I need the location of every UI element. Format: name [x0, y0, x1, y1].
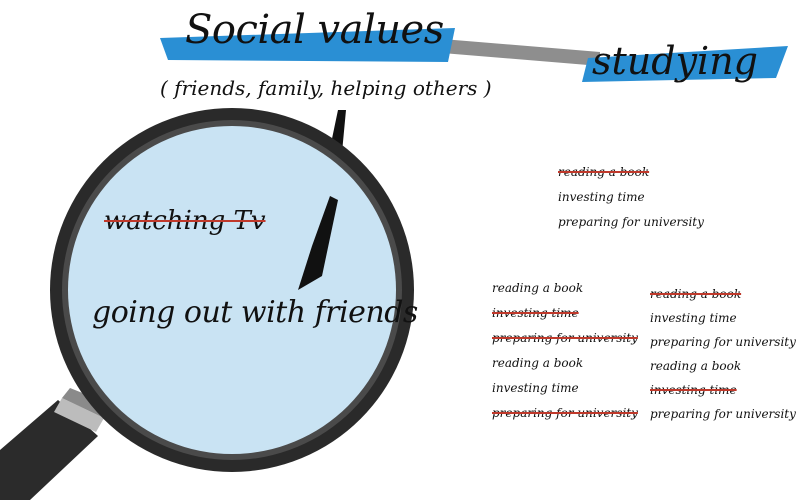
list-item: investing time: [492, 306, 579, 320]
title-text: Social values: [185, 7, 444, 53]
studying-highlight: [582, 46, 788, 82]
crossed-out-text: watching Tv: [104, 206, 266, 236]
list-item: reading a book: [650, 287, 742, 301]
list-item: reading a book: [492, 281, 584, 295]
list-item: reading a book: [492, 356, 584, 370]
list-item: investing time: [492, 381, 579, 395]
list-item: preparing for university: [650, 407, 796, 421]
list-item: preparing for university: [558, 215, 704, 229]
pointer-pen-tip: [298, 196, 338, 290]
list-item: preparing for university: [492, 331, 638, 345]
list-item: reading a book: [558, 165, 650, 179]
title-highlight: [160, 28, 455, 62]
list-item: investing time: [650, 311, 737, 325]
list-item: investing time: [650, 383, 737, 397]
magnifier-lens: [68, 126, 396, 454]
studying-label: studying: [592, 39, 758, 83]
list-item: preparing for university: [492, 406, 638, 420]
subtitle-text: ( friends, family, helping others ): [160, 76, 492, 100]
main-lens-text: going out with friends: [92, 295, 418, 330]
list-item: investing time: [558, 190, 645, 204]
list-item: preparing for university: [650, 335, 796, 349]
connector-bar: [430, 38, 600, 66]
list-item: reading a book: [650, 359, 742, 373]
